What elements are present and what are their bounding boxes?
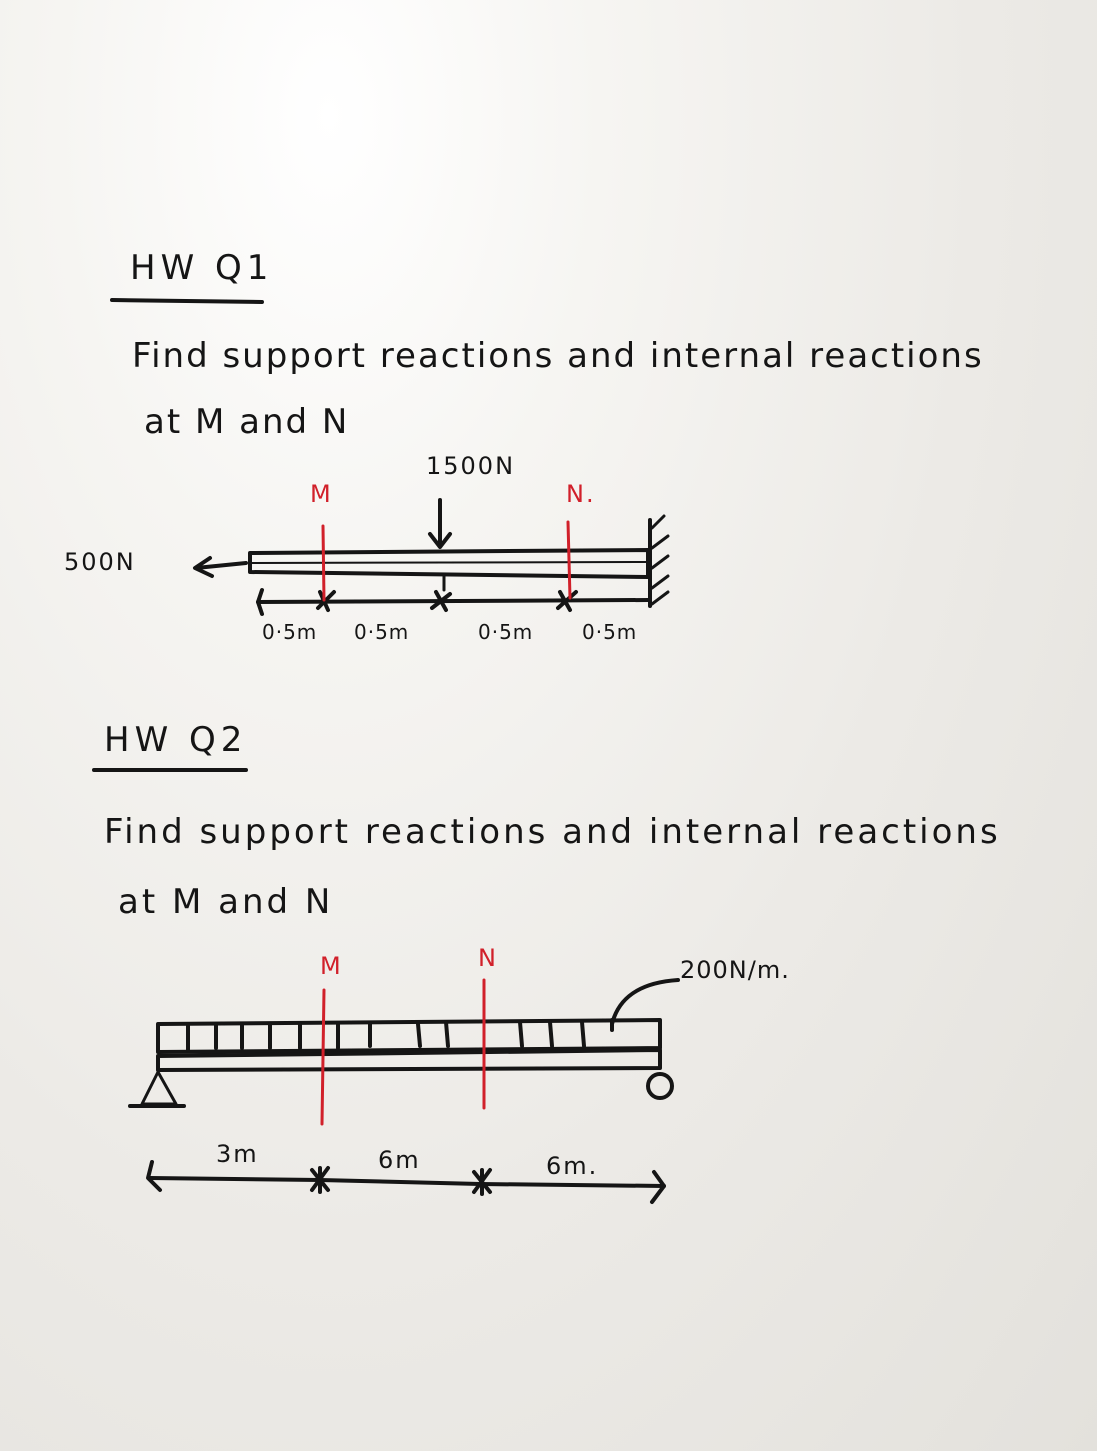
q1-load-500n-label: 500N — [64, 548, 136, 576]
q2-dimension-line — [148, 1176, 666, 1188]
q1-arrow-500n — [194, 561, 248, 570]
q2-beam — [156, 1048, 662, 1072]
q2-dim-2: 6m — [378, 1146, 421, 1174]
q2-load-label: 200N/m. — [680, 956, 790, 984]
q2-prompt-line2: at M and N — [118, 882, 334, 922]
q1-dim-2: 0·5m — [354, 620, 410, 644]
q1-dim-4: 0·5m — [582, 620, 638, 644]
q1-section-n-label: N. — [566, 480, 596, 508]
q1-dim-3: 0·5m — [478, 620, 534, 644]
q2-title: HW Q2 — [104, 720, 248, 760]
q1-section-cut-m — [321, 524, 326, 602]
q2-roller-support — [646, 1072, 674, 1100]
q1-prompt-line1: Find support reactions and internal reac… — [132, 336, 984, 376]
q1-title-underline — [110, 298, 264, 304]
q2-section-m-label: M — [320, 952, 343, 980]
q1-prompt-line2: at M and N — [144, 402, 350, 442]
q2-section-n-label: N — [478, 944, 498, 972]
q1-dim-1: 0·5m — [262, 620, 318, 644]
q2-section-cut-m — [320, 988, 326, 1126]
q1-section-cut-n — [566, 520, 572, 600]
q1-title: HW Q1 — [130, 248, 274, 288]
q1-section-m-label: M — [310, 480, 333, 508]
q1-load-1500n-label: 1500N — [426, 452, 516, 480]
q2-dim-1: 3m — [216, 1140, 259, 1168]
q2-prompt-line1: Find support reactions and internal reac… — [104, 812, 1001, 852]
q2-pin-support — [140, 1070, 178, 1106]
q2-load-leader — [610, 978, 680, 1026]
q2-dim-3: 6m. — [546, 1152, 599, 1180]
